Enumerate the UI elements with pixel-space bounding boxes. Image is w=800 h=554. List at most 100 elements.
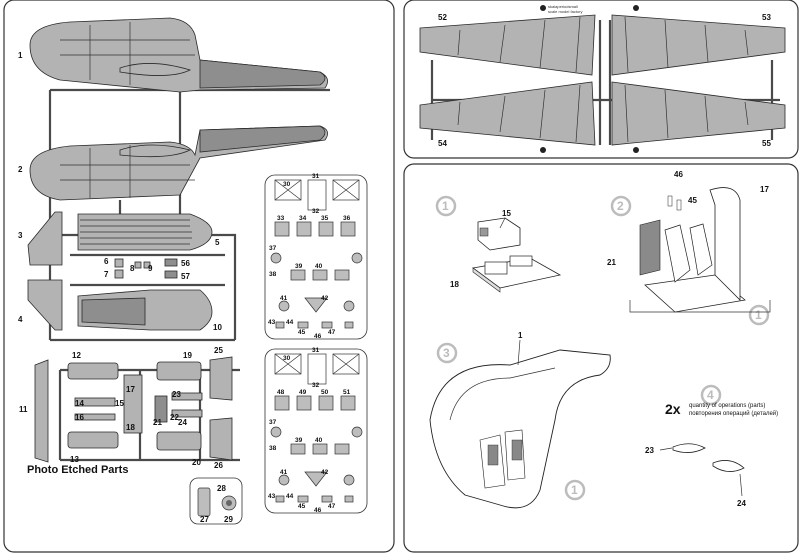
label-part-5: 5 [215, 238, 220, 247]
svg-text:21: 21 [607, 258, 616, 267]
label-part-20: 20 [192, 458, 201, 467]
part-5 [77, 213, 213, 251]
label-part-3: 3 [18, 231, 23, 240]
part-4 [27, 279, 63, 331]
svg-text:41: 41 [280, 295, 288, 302]
label-part-52: 52 [438, 13, 447, 22]
quantity-text-ru: повторения операций (деталей) [689, 411, 779, 417]
svg-text:49: 49 [299, 389, 307, 396]
label-part-8: 8 [130, 264, 135, 273]
svg-text:24: 24 [737, 499, 746, 508]
step-4-number: 4 [707, 388, 714, 402]
quantity-text-en: quantity of operations (parts) [689, 403, 766, 409]
fret-b-labels: 30 31 32 48 49 50 51 37 38 39 40 41 42 4… [268, 347, 351, 514]
step-2-number: 2 [617, 199, 624, 213]
svg-text:23: 23 [645, 446, 654, 455]
svg-text:33: 33 [277, 215, 285, 222]
label-part-7: 7 [104, 270, 109, 279]
svg-text:45: 45 [688, 196, 697, 205]
svg-text:38: 38 [269, 271, 277, 278]
label-part-19: 19 [183, 351, 192, 360]
label-part-24: 24 [178, 418, 187, 427]
svg-text:30: 30 [283, 181, 291, 188]
label-part-10: 10 [213, 323, 222, 332]
label-part-23: 23 [172, 390, 181, 399]
svg-text:43: 43 [268, 319, 276, 326]
top-right-panel-border [403, 0, 799, 159]
svg-text:39: 39 [295, 263, 303, 270]
svg-text:45: 45 [298, 503, 306, 510]
svg-text:41: 41 [280, 469, 288, 476]
svg-text:40: 40 [315, 263, 323, 270]
wing-sprue [430, 20, 780, 145]
label-part-55: 55 [762, 139, 771, 148]
svg-text:47: 47 [328, 329, 336, 336]
label-part-56: 56 [181, 259, 190, 268]
stamp-text-2: scale model factory [548, 9, 583, 14]
label-part-27: 27 [200, 515, 209, 524]
svg-text:17: 17 [760, 185, 769, 194]
step-1-assembly [472, 217, 562, 293]
svg-text:31: 31 [312, 347, 320, 354]
fuselage-half-1 [29, 17, 328, 93]
label-part-2: 2 [18, 165, 23, 174]
label-part-25: 25 [214, 346, 223, 355]
wing-part-55 [611, 81, 786, 146]
svg-text:38: 38 [269, 445, 277, 452]
svg-text:34: 34 [299, 215, 307, 222]
svg-text:46: 46 [314, 333, 322, 340]
svg-text:44: 44 [286, 319, 294, 326]
svg-text:36: 36 [343, 215, 351, 222]
label-part-9: 9 [148, 264, 153, 273]
bottom-right-panel-border [403, 163, 799, 553]
svg-text:32: 32 [312, 382, 320, 389]
svg-text:42: 42 [321, 469, 329, 476]
pe-fret-b [264, 348, 368, 514]
label-part-54: 54 [438, 139, 447, 148]
svg-text:1: 1 [518, 331, 523, 340]
step-2-labels: 46 45 17 21 [607, 170, 769, 267]
step-3-assembly [429, 339, 611, 509]
step-4-labels: 23 24 [645, 446, 746, 508]
label-part-12: 12 [72, 351, 81, 360]
label-part-6: 6 [104, 257, 109, 266]
label-part-28: 28 [217, 484, 226, 493]
svg-text:30: 30 [283, 355, 291, 362]
step-2-ref-1: 1 [755, 308, 762, 322]
svg-text:42: 42 [321, 295, 329, 302]
step-3-labels: 1 [518, 331, 523, 340]
svg-text:35: 35 [321, 215, 329, 222]
svg-text:44: 44 [286, 493, 294, 500]
wing-part-52 [419, 14, 596, 76]
step-3-ref-1: 1 [571, 483, 578, 497]
svg-text:43: 43 [268, 493, 276, 500]
stamp-icons [540, 5, 639, 153]
label-part-22: 22 [170, 413, 179, 422]
svg-text:46: 46 [674, 170, 683, 179]
quantity-multiplier: 2x [665, 401, 681, 417]
step-1-labels: 15 18 [450, 209, 511, 289]
step-2-assembly [629, 187, 771, 313]
svg-text:32: 32 [312, 208, 320, 215]
step-4-assembly [659, 443, 745, 497]
svg-text:51: 51 [343, 389, 351, 396]
fret-a-labels: 30 31 32 33 34 35 36 37 38 39 40 41 42 4… [268, 173, 351, 340]
pe-fret-small [189, 477, 243, 525]
part-11 [34, 359, 49, 463]
svg-text:31: 31 [312, 173, 320, 180]
wing-labels: 52 53 54 55 [438, 13, 771, 148]
label-part-4: 4 [18, 315, 23, 324]
step-circles: 1 2 3 4 1 1 [435, 195, 770, 501]
left-part-labels: 1 2 3 4 5 6 7 8 9 10 11 12 13 14 15 16 1… [18, 51, 233, 524]
wing-part-54 [419, 81, 596, 146]
label-part-29: 29 [224, 515, 233, 524]
small-parts-6-9 [114, 258, 178, 279]
label-part-15: 15 [115, 399, 124, 408]
step-3-number: 3 [443, 346, 450, 360]
pe-fret-a [264, 174, 368, 340]
svg-text:37: 37 [269, 419, 277, 426]
label-part-26: 26 [214, 461, 223, 470]
step-1-number: 1 [442, 199, 449, 213]
label-part-13: 13 [70, 455, 79, 464]
